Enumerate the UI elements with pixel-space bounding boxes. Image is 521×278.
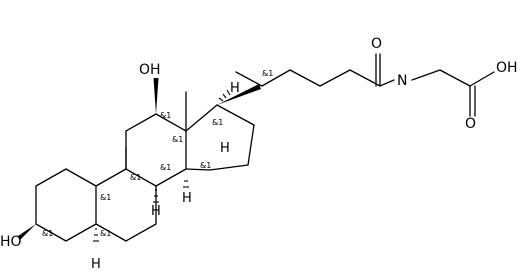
bond (65, 168, 97, 187)
bond (155, 168, 187, 187)
ring-d (185, 104, 255, 171)
carboxyl-hydroxyl-label: OH (496, 60, 518, 76)
bond (65, 223, 97, 242)
bond (125, 168, 157, 187)
bond (209, 164, 249, 171)
bond (35, 223, 67, 242)
stereo-label: &1 (200, 161, 211, 170)
bond (216, 104, 255, 126)
hydrogen-label: H (220, 141, 230, 156)
bond (349, 69, 381, 87)
wedge-bond (217, 84, 261, 105)
stereo-label: &1 (160, 163, 171, 172)
hydroxyl-label: HO (0, 234, 22, 250)
ring-a (35, 168, 97, 242)
carboxyl-oxygen-label: O (465, 116, 476, 132)
side-chain (235, 53, 495, 117)
hydrogen-label: H (230, 81, 240, 96)
bond (35, 168, 67, 187)
wedge-bond (18, 224, 36, 240)
stereo-label: &1 (42, 229, 53, 238)
bond (95, 168, 127, 187)
bond (319, 69, 351, 87)
bond (261, 69, 291, 87)
bond (125, 113, 157, 132)
stereo-label: &1 (160, 111, 171, 120)
hydrogen-label: H (91, 257, 101, 272)
bond (235, 71, 263, 87)
stereo-label: &1 (262, 69, 273, 78)
stereo-labels: &1 &1 &1 &1 &1 &1 &1 &1 &1 &1 (42, 69, 273, 238)
hydrogen-label: H (182, 191, 192, 206)
bond (185, 104, 218, 132)
bond (95, 223, 127, 242)
carbonyl-oxygen-label: O (371, 36, 382, 52)
hydrogen-label: H (151, 204, 161, 219)
hashed-bonds (93, 89, 231, 242)
wedge-bond (153, 78, 159, 114)
ring-b (95, 168, 157, 242)
wedge-bonds (18, 78, 261, 240)
bond (379, 79, 395, 87)
bond (439, 69, 471, 87)
stereo-label: &1 (100, 193, 111, 202)
bond (125, 223, 157, 242)
bond (411, 69, 441, 81)
bond (155, 113, 187, 132)
bond (289, 69, 321, 87)
methyl-groups (125, 91, 187, 170)
bond (185, 168, 211, 171)
stereo-label: &1 (212, 118, 223, 127)
bond (469, 71, 495, 87)
hydroxyl-label: OH (139, 62, 161, 78)
stereo-label: &1 (100, 229, 111, 238)
amide-nitrogen-label: N (397, 73, 407, 89)
stereo-label: &1 (130, 173, 141, 182)
bond (247, 124, 255, 166)
stereo-label: &1 (172, 135, 183, 144)
atom-labels: OH O N O OH HO H H H H H (0, 36, 518, 272)
